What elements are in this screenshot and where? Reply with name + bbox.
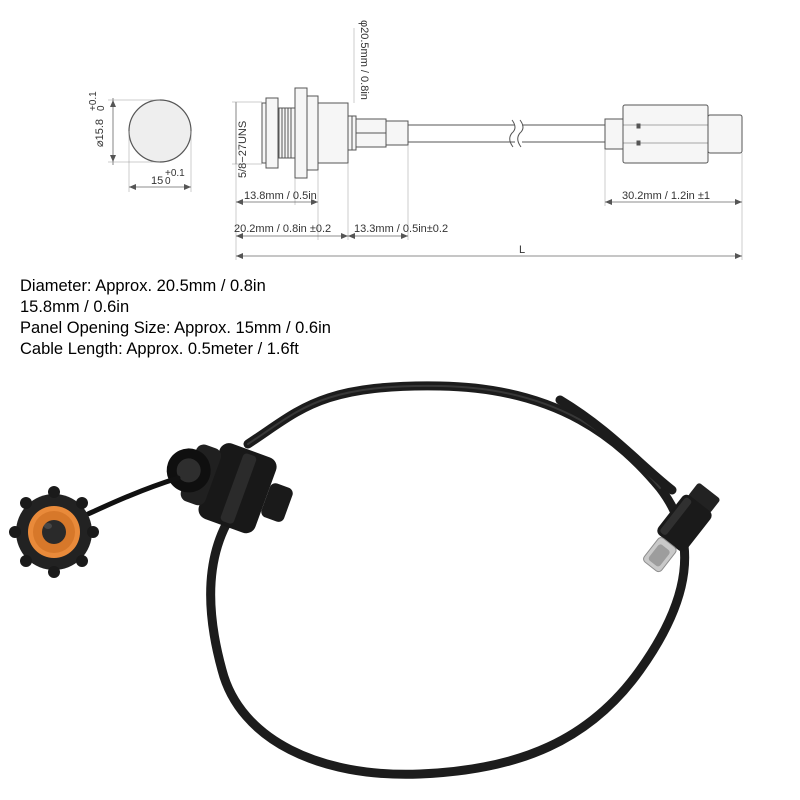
tether-strap bbox=[85, 475, 181, 517]
connector-side-view bbox=[232, 87, 743, 179]
specs-list: Diameter: Approx. 20.5mm / 0.8in 15.8mm … bbox=[20, 276, 780, 360]
dim-13-8: 13.8mm / 0.5in bbox=[244, 190, 317, 202]
length-label: L bbox=[519, 244, 525, 256]
cap-width-label: 15 bbox=[151, 175, 163, 187]
cap-front-view bbox=[108, 98, 192, 192]
dust-cap bbox=[9, 486, 99, 578]
thread-label: 5/8−27UNS bbox=[237, 121, 249, 178]
dim-20-2: 20.2mm / 0.8in ±0.2 bbox=[234, 223, 331, 235]
dim-30-2: 30.2mm / 1.2in ±1 bbox=[622, 190, 710, 202]
spec-cable-length: Cable Length: Approx. 0.5meter / 1.6ft bbox=[20, 340, 299, 358]
cap-width-tol-bottom: 0 bbox=[165, 176, 171, 187]
dim-13-3: 13.3mm / 0.5in±0.2 bbox=[354, 223, 448, 235]
cap-height-tol-bottom: 0 bbox=[96, 105, 107, 111]
panel-mount-connector bbox=[166, 443, 293, 534]
cap-width-tol-top: +0.1 bbox=[165, 168, 185, 179]
cap-height-label: ⌀15.8 bbox=[94, 119, 106, 147]
spec-diameter: Diameter: Approx. 20.5mm / 0.8in bbox=[20, 277, 266, 295]
spec-diameter-secondary: 15.8mm / 0.6in bbox=[20, 298, 130, 316]
spec-panel-opening: Panel Opening Size: Approx. 15mm / 0.6in bbox=[20, 319, 331, 337]
product-photo bbox=[9, 381, 720, 779]
dimension-drawing: ⌀15.8 +0.1 0 15 +0.1 0 bbox=[88, 20, 743, 260]
diameter-label: φ20.5mm / 0.8in bbox=[358, 20, 370, 100]
cap-height-tol-top: +0.1 bbox=[88, 91, 99, 111]
usb-c-plug bbox=[643, 483, 720, 573]
